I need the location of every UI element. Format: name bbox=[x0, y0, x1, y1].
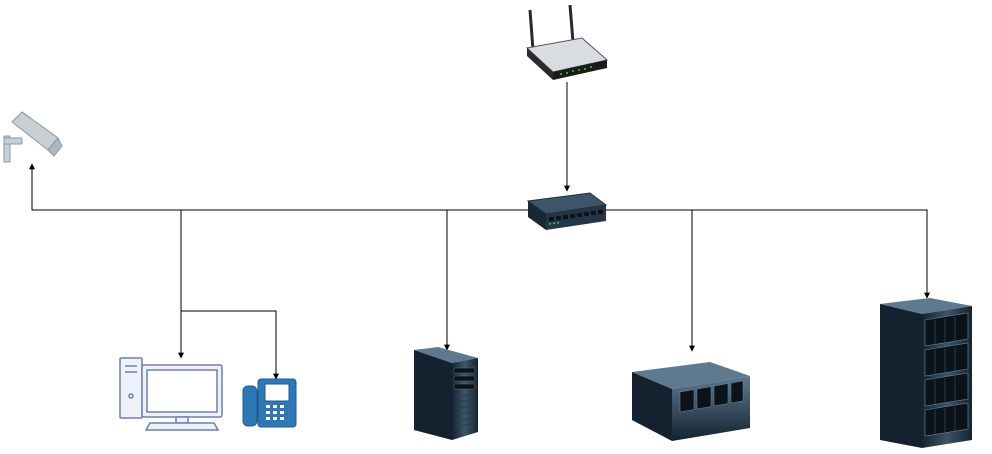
security-camera-icon[interactable] bbox=[3, 111, 63, 163]
wireless-router-icon[interactable] bbox=[525, 4, 609, 80]
edge-switch-ip-phone bbox=[181, 310, 279, 380]
ip-phone-icon[interactable] bbox=[242, 378, 297, 428]
edge-switch-camera bbox=[29, 163, 528, 211]
edge-switch-server-rack bbox=[692, 209, 930, 299]
server-rack-icon[interactable] bbox=[880, 298, 972, 448]
connections bbox=[29, 82, 930, 380]
edge-switch-rack-server bbox=[606, 209, 695, 352]
desktop-computer-icon[interactable] bbox=[119, 357, 223, 431]
network-switch-icon[interactable] bbox=[526, 192, 608, 230]
tower-server-icon[interactable] bbox=[414, 347, 478, 440]
rack-mount-server-icon[interactable] bbox=[632, 362, 750, 441]
